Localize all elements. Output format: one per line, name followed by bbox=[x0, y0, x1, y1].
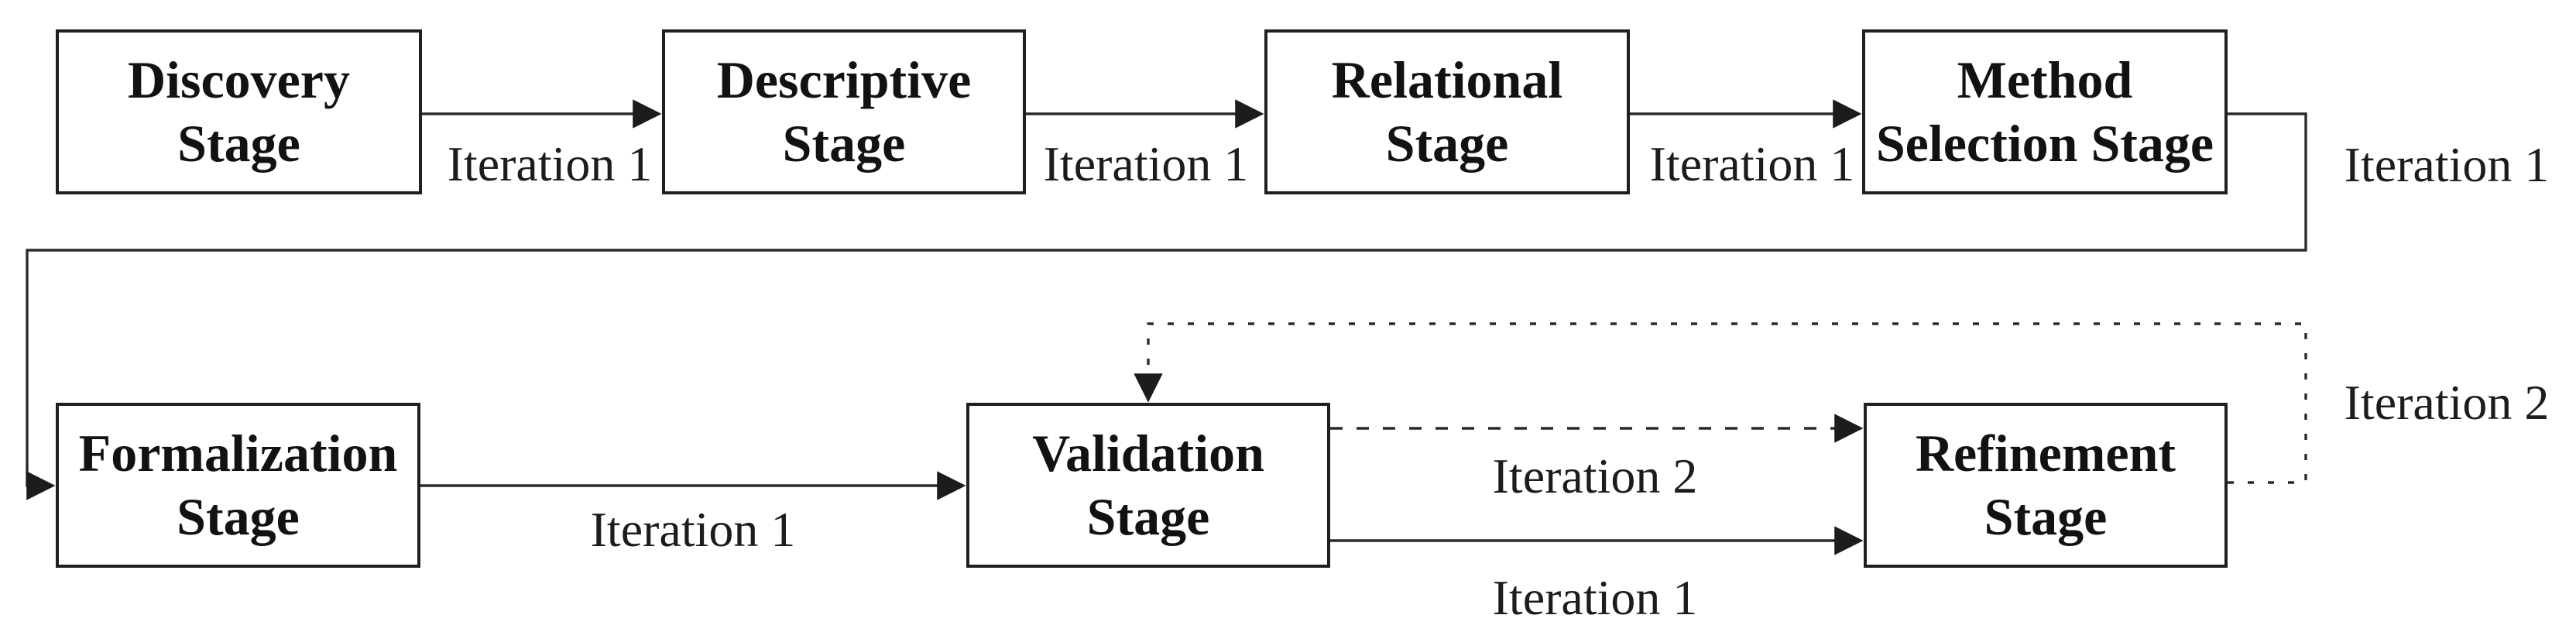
edge-label-iteration1-relational-method: Iteration 1 bbox=[1649, 136, 1855, 191]
stage-box-discovery: Discovery Stage bbox=[56, 29, 422, 194]
edge-label-iteration1-method-formalization: Iteration 1 bbox=[2344, 137, 2550, 192]
edge-label-iteration1-descriptive-relational: Iteration 1 bbox=[1043, 136, 1249, 191]
edge-method-selection-to-formalization-wrap bbox=[26, 112, 2307, 500]
edge-label-iteration2-validation-refinement: Iteration 2 bbox=[1492, 448, 1698, 503]
stage-box-validation: Validation Stage bbox=[966, 403, 1330, 568]
stage-box-formalization: Formalization Stage bbox=[56, 403, 420, 568]
stage-box-refinement: Refinement Stage bbox=[1864, 403, 2228, 568]
edge-label-iteration1-validation-refinement: Iteration 1 bbox=[1492, 570, 1698, 625]
edge-label-iteration1-formalization-validation: Iteration 1 bbox=[590, 502, 796, 557]
stage-box-relational: Relational Stage bbox=[1264, 29, 1630, 194]
stage-box-descriptive: Descriptive Stage bbox=[662, 29, 1026, 194]
edge-label-iteration1-discovery-descriptive: Iteration 1 bbox=[447, 136, 653, 191]
stage-box-method-selection: Method Selection Stage bbox=[1862, 29, 2228, 194]
edge-label-iteration2-refinement-validation: Iteration 2 bbox=[2344, 375, 2550, 430]
